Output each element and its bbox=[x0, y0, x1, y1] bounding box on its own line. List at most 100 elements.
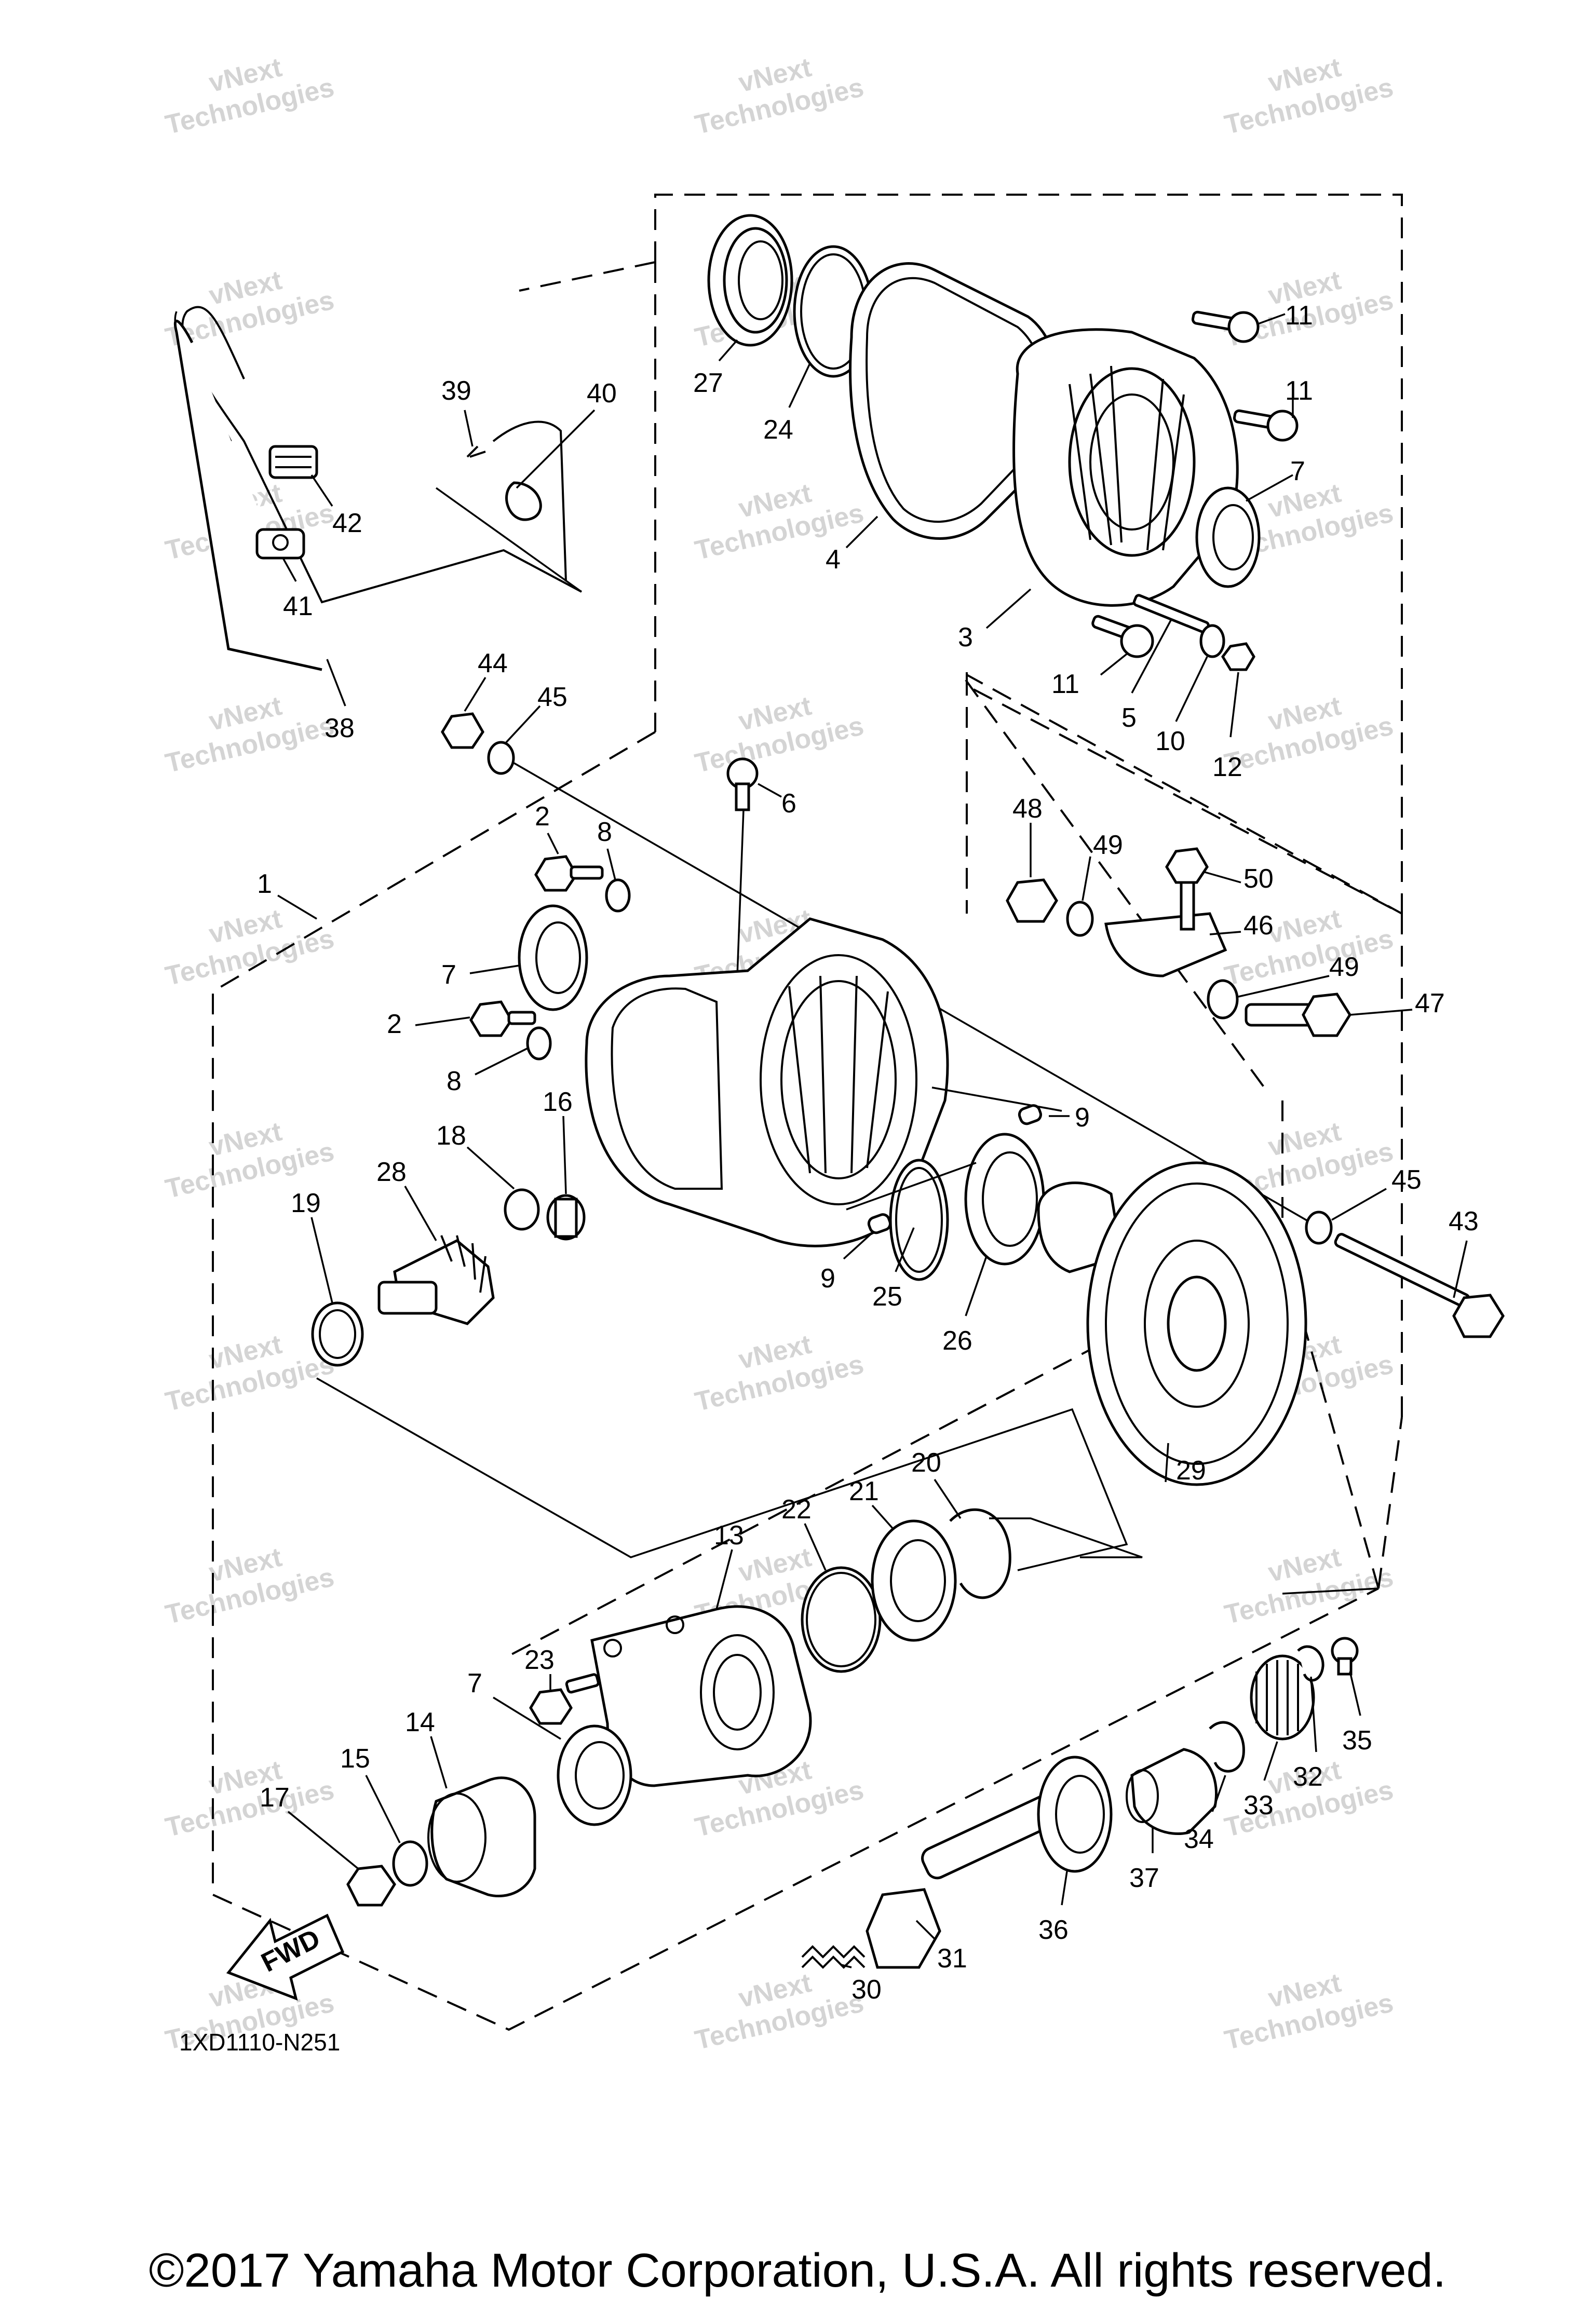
watermark-text: vNextTechnologies bbox=[685, 42, 867, 141]
callout-8-upper: 8 bbox=[597, 817, 616, 880]
svg-text:1: 1 bbox=[257, 869, 272, 899]
bearing-36 bbox=[1037, 1756, 1113, 1873]
callout-21: 21 bbox=[849, 1476, 894, 1530]
svg-text:29: 29 bbox=[1176, 1456, 1206, 1486]
washer-15 bbox=[392, 1840, 428, 1887]
svg-text:9: 9 bbox=[820, 1263, 835, 1294]
plug-35 bbox=[1331, 1637, 1359, 1676]
callout-26: 26 bbox=[942, 1256, 988, 1356]
svg-text:23: 23 bbox=[524, 1645, 555, 1675]
callout-24: 24 bbox=[763, 363, 811, 445]
callout-5: 5 bbox=[1121, 620, 1172, 733]
svg-text:46: 46 bbox=[1243, 910, 1274, 941]
callout-49-upper: 49 bbox=[1082, 830, 1123, 901]
svg-text:30: 30 bbox=[851, 1975, 882, 2005]
svg-text:6: 6 bbox=[781, 789, 796, 819]
svg-text:50: 50 bbox=[1243, 864, 1274, 894]
svg-text:31: 31 bbox=[937, 1944, 967, 1974]
callout-15: 15 bbox=[340, 1744, 401, 1843]
bearing-26 bbox=[964, 1133, 1045, 1266]
svg-text:19: 19 bbox=[291, 1188, 321, 1218]
svg-text:2: 2 bbox=[535, 801, 550, 832]
callout-33: 33 bbox=[1243, 1741, 1278, 1820]
svg-text:16: 16 bbox=[543, 1087, 573, 1117]
svg-text:7: 7 bbox=[1290, 456, 1305, 486]
hose-clamp-41 bbox=[255, 528, 305, 560]
callout-45-top: 45 bbox=[505, 682, 567, 743]
svg-text:5: 5 bbox=[1121, 703, 1137, 733]
callout-42: 42 bbox=[310, 474, 362, 538]
o-ring-22 bbox=[801, 1566, 882, 1673]
svg-text:13: 13 bbox=[714, 1520, 744, 1551]
bolt-11-c bbox=[1091, 615, 1154, 658]
callout-11-a: 11 bbox=[1256, 301, 1313, 331]
final-gear-case-1 bbox=[585, 917, 949, 1247]
bolt-43 bbox=[1334, 1233, 1505, 1338]
watermark-text: vNextTechnologies bbox=[156, 42, 337, 141]
svg-text:11: 11 bbox=[1285, 376, 1313, 406]
callout-23: 23 bbox=[524, 1645, 555, 1690]
svg-text:40: 40 bbox=[587, 378, 617, 409]
svg-text:38: 38 bbox=[325, 713, 355, 743]
callout-36: 36 bbox=[1038, 1871, 1069, 1945]
hose-clamp-42 bbox=[268, 445, 318, 479]
callout-7-mid: 7 bbox=[441, 960, 520, 990]
washer-49-a bbox=[1066, 901, 1094, 937]
callout-1: 1 bbox=[257, 869, 317, 920]
svg-text:11: 11 bbox=[1051, 669, 1079, 699]
svg-text:44: 44 bbox=[478, 648, 508, 678]
callout-40: 40 bbox=[516, 378, 617, 489]
callout-16: 16 bbox=[543, 1087, 573, 1194]
drive-pinion-gear-28 bbox=[377, 1235, 495, 1325]
callout-2-lower: 2 bbox=[387, 1009, 470, 1039]
callout-4: 4 bbox=[826, 515, 878, 575]
washer-49-b bbox=[1207, 979, 1239, 1020]
svg-text:7: 7 bbox=[467, 1668, 482, 1698]
callout-9-upper: 9 bbox=[1049, 1103, 1090, 1133]
breather-hose-small bbox=[492, 420, 567, 582]
callout-25: 25 bbox=[872, 1227, 915, 1312]
callout-46: 46 bbox=[1209, 910, 1274, 941]
callout-27: 27 bbox=[693, 339, 738, 398]
callout-31: 31 bbox=[915, 1920, 967, 1974]
breather-bolt-6 bbox=[726, 757, 759, 811]
svg-text:26: 26 bbox=[942, 1326, 972, 1356]
callout-labels: 1 2 2 3 4 5 6 7 7 7 8 8 9 9 10 11 11 11 … bbox=[257, 301, 1479, 2005]
callout-48: 48 bbox=[1012, 794, 1043, 877]
svg-text:3: 3 bbox=[958, 622, 973, 653]
callout-28: 28 bbox=[376, 1157, 437, 1241]
bearing-33 bbox=[1250, 1654, 1315, 1741]
watermark-text: vNextTechnologies bbox=[156, 681, 337, 779]
svg-text:14: 14 bbox=[405, 1707, 435, 1737]
coupling-gear-14 bbox=[427, 1776, 536, 1898]
svg-text:32: 32 bbox=[1293, 1762, 1323, 1792]
callout-43: 43 bbox=[1449, 1206, 1479, 1298]
callout-8-lower: 8 bbox=[447, 1048, 528, 1096]
callout-19: 19 bbox=[291, 1188, 333, 1303]
oil-seal-7-mid bbox=[518, 904, 588, 1011]
svg-text:39: 39 bbox=[441, 376, 471, 406]
washer-8-a bbox=[605, 878, 631, 913]
svg-text:45: 45 bbox=[537, 682, 567, 712]
callout-29: 29 bbox=[1165, 1443, 1206, 1486]
svg-text:11: 11 bbox=[1285, 301, 1313, 331]
oil-seal-7-top bbox=[1195, 486, 1261, 588]
svg-text:10: 10 bbox=[1155, 726, 1185, 756]
svg-text:45: 45 bbox=[1391, 1165, 1422, 1195]
copyright-notice: ©2017 Yamaha Motor Corporation, U.S.A. A… bbox=[149, 2244, 1446, 2297]
svg-text:36: 36 bbox=[1038, 1915, 1069, 1945]
svg-text:7: 7 bbox=[441, 960, 456, 990]
callout-20: 20 bbox=[911, 1448, 962, 1519]
callout-47: 47 bbox=[1349, 988, 1445, 1018]
watermark-text: vNextTechnologies bbox=[685, 1958, 867, 2056]
svg-text:48: 48 bbox=[1012, 794, 1043, 824]
watermark-text: vNextTechnologies bbox=[1215, 1532, 1396, 1630]
oil-seal-7-bottom bbox=[557, 1724, 632, 1826]
washer-8-b bbox=[526, 1026, 552, 1061]
callout-9-lower: 9 bbox=[820, 1232, 873, 1294]
callout-11-b: 11 bbox=[1285, 376, 1313, 418]
bolt-2-b bbox=[469, 1000, 536, 1037]
svg-text:9: 9 bbox=[1075, 1103, 1090, 1133]
watermark-text: vNextTechnologies bbox=[685, 681, 867, 779]
callout-3: 3 bbox=[958, 588, 1032, 653]
